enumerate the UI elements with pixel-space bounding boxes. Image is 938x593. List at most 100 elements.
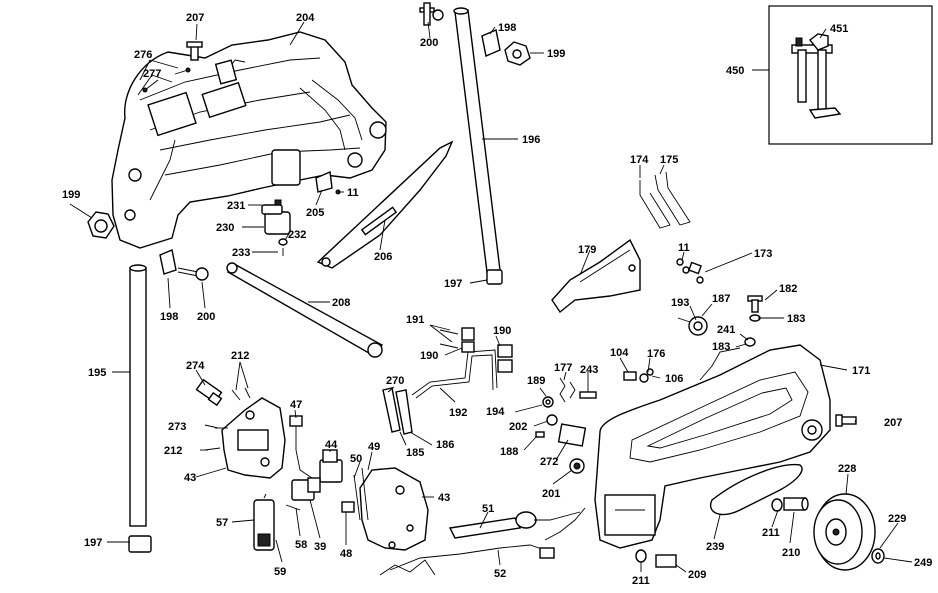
label-173: 173 (754, 248, 772, 260)
tool-key-174 (639, 180, 671, 229)
label-188: 188 (500, 446, 518, 458)
cable-52 (379, 507, 586, 576)
label-190: 190 (420, 350, 438, 362)
label-196: 196 (522, 134, 540, 146)
label-274: 274 (186, 360, 205, 372)
bolt-icon (747, 295, 763, 322)
axle-part (771, 497, 809, 512)
label-197: 197 (444, 278, 462, 290)
right-housing-part (594, 344, 831, 549)
tube-196 (453, 7, 503, 285)
label-57: 57 (216, 517, 228, 529)
label-182: 182 (779, 283, 797, 295)
label-272: 272 (540, 456, 558, 468)
wheel-icon (813, 493, 876, 571)
label-186: 186 (436, 439, 454, 451)
label-174: 174 (630, 154, 649, 166)
label-276: 276 (134, 49, 152, 61)
screw-icon (142, 67, 191, 93)
label-106: 106 (665, 373, 683, 385)
clip-icon (341, 501, 355, 513)
label-198: 198 (160, 311, 178, 323)
wire-47 (289, 415, 313, 479)
label-59: 59 (274, 566, 286, 578)
knob-icon (677, 316, 708, 336)
label-198: 198 (498, 22, 516, 34)
small-parts-173 (676, 258, 704, 284)
bolt-icon (177, 267, 209, 281)
plate-43 (359, 467, 429, 551)
clip-icon (159, 249, 177, 275)
label-239: 239 (706, 541, 724, 553)
bolt-icon (835, 414, 857, 427)
label-39: 39 (314, 541, 326, 553)
label-43: 43 (438, 492, 450, 504)
label-204: 204 (296, 12, 315, 24)
label-52: 52 (494, 568, 506, 580)
label-270: 270 (386, 375, 404, 387)
battery-274 (195, 378, 223, 407)
label-183: 183 (787, 313, 805, 325)
label-206: 206 (374, 251, 392, 263)
label-199: 199 (547, 48, 565, 60)
label-175: 175 (660, 154, 678, 166)
clip-icon (461, 327, 513, 373)
label-185: 185 (406, 447, 424, 459)
label-11: 11 (347, 187, 359, 199)
rod-192 (411, 349, 498, 399)
label-201: 201 (542, 488, 560, 500)
main-housing-part (111, 31, 387, 249)
switch-39 (291, 477, 321, 501)
tube-208 (226, 262, 384, 358)
block-part (261, 199, 291, 256)
label-208: 208 (332, 297, 350, 309)
label-49: 49 (368, 441, 380, 453)
label-200: 200 (420, 37, 438, 49)
label-192: 192 (449, 407, 467, 419)
label-243: 243 (580, 364, 598, 376)
spring-icon (542, 377, 597, 426)
pin-58 (285, 504, 301, 511)
label-450: 450 (726, 65, 744, 77)
tube-195 (128, 264, 152, 553)
label-191: 191 (406, 314, 424, 326)
label-197: 197 (84, 537, 102, 549)
label-48: 48 (340, 548, 352, 560)
label-211: 211 (632, 575, 650, 587)
label-187: 187 (712, 293, 730, 305)
switch-44 (319, 449, 343, 483)
label-273: 273 (168, 421, 186, 433)
label-43: 43 (184, 472, 196, 484)
label-47: 47 (290, 399, 302, 411)
label-58: 58 (295, 539, 307, 551)
lever-part (353, 467, 369, 521)
label-232: 232 (288, 229, 306, 241)
knob-icon (569, 458, 585, 474)
bolt-icon (186, 41, 203, 61)
label-51: 51 (482, 503, 494, 515)
label-195: 195 (88, 367, 106, 379)
label-228: 228 (838, 463, 856, 475)
label-177: 177 (554, 362, 572, 374)
label-249: 249 (914, 557, 932, 569)
label-205: 205 (306, 207, 324, 219)
label-194: 194 (486, 406, 505, 418)
strap-239 (709, 463, 803, 516)
label-193: 193 (671, 297, 689, 309)
label-233: 233 (232, 247, 250, 259)
label-241: 241 (717, 324, 735, 336)
knob-icon (87, 211, 115, 239)
label-50: 50 (350, 453, 362, 465)
label-207: 207 (186, 12, 204, 24)
bracket-part (551, 238, 641, 314)
motor-housing-43 (221, 397, 286, 479)
label-179: 179 (578, 244, 596, 256)
label-11: 11 (678, 242, 690, 254)
bolt-icon (419, 2, 444, 26)
label-190: 190 (493, 325, 511, 337)
cable-51 (448, 511, 581, 539)
label-209: 209 (688, 569, 706, 581)
washer-icon (635, 549, 677, 568)
